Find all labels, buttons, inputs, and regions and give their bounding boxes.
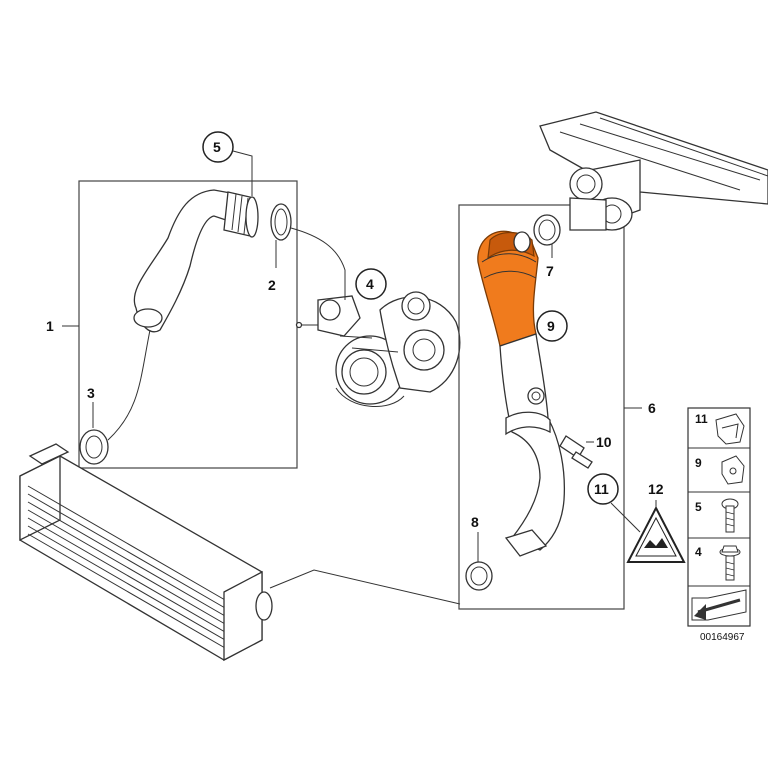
flange-bolt-icon (719, 545, 741, 581)
label-12: 12 (648, 481, 664, 497)
legend-number-2: 5 (695, 500, 702, 514)
screw-icon (721, 498, 739, 533)
label-2: 2 (268, 277, 276, 293)
label-6: 6 (648, 400, 656, 416)
sensor-10 (559, 435, 593, 469)
label-9: 9 (547, 318, 555, 334)
seal-ring-8 (465, 561, 493, 591)
label-1: 1 (46, 318, 54, 334)
label-5: 5 (213, 139, 221, 155)
group-frame-6 (458, 204, 625, 610)
legend-number-1: 9 (695, 456, 702, 470)
o-ring-2 (270, 203, 292, 241)
callout-4 (355, 268, 387, 300)
small-parts-legend: 11 9 5 4 (687, 407, 751, 627)
label-7: 7 (546, 263, 554, 279)
charge-air-hose-9[interactable] (477, 230, 539, 347)
callout-5 (202, 131, 234, 163)
seal-ring-7 (533, 214, 561, 246)
charge-air-pipe-left (133, 189, 259, 333)
charge-air-pipe-right (499, 333, 566, 557)
label-8: 8 (471, 514, 479, 530)
intake-manifold (539, 111, 768, 231)
intercooler (19, 443, 273, 662)
turbocharger (295, 291, 461, 407)
label-10: 10 (596, 434, 612, 450)
warning-label-12 (626, 505, 686, 563)
callout-11 (587, 473, 619, 505)
label-4: 4 (366, 276, 374, 292)
legend-number-3: 4 (695, 545, 702, 559)
clamp-nut-icon (721, 455, 745, 485)
clip-icon (715, 413, 745, 445)
callout-9 (536, 310, 568, 342)
orientation-arrow-icon (691, 589, 747, 621)
label-3: 3 (87, 385, 95, 401)
label-11: 11 (594, 481, 609, 497)
legend-number-0: 11 (695, 412, 708, 426)
diagram-number: 00164967 (700, 632, 745, 643)
seal-ring-3 (79, 429, 109, 465)
